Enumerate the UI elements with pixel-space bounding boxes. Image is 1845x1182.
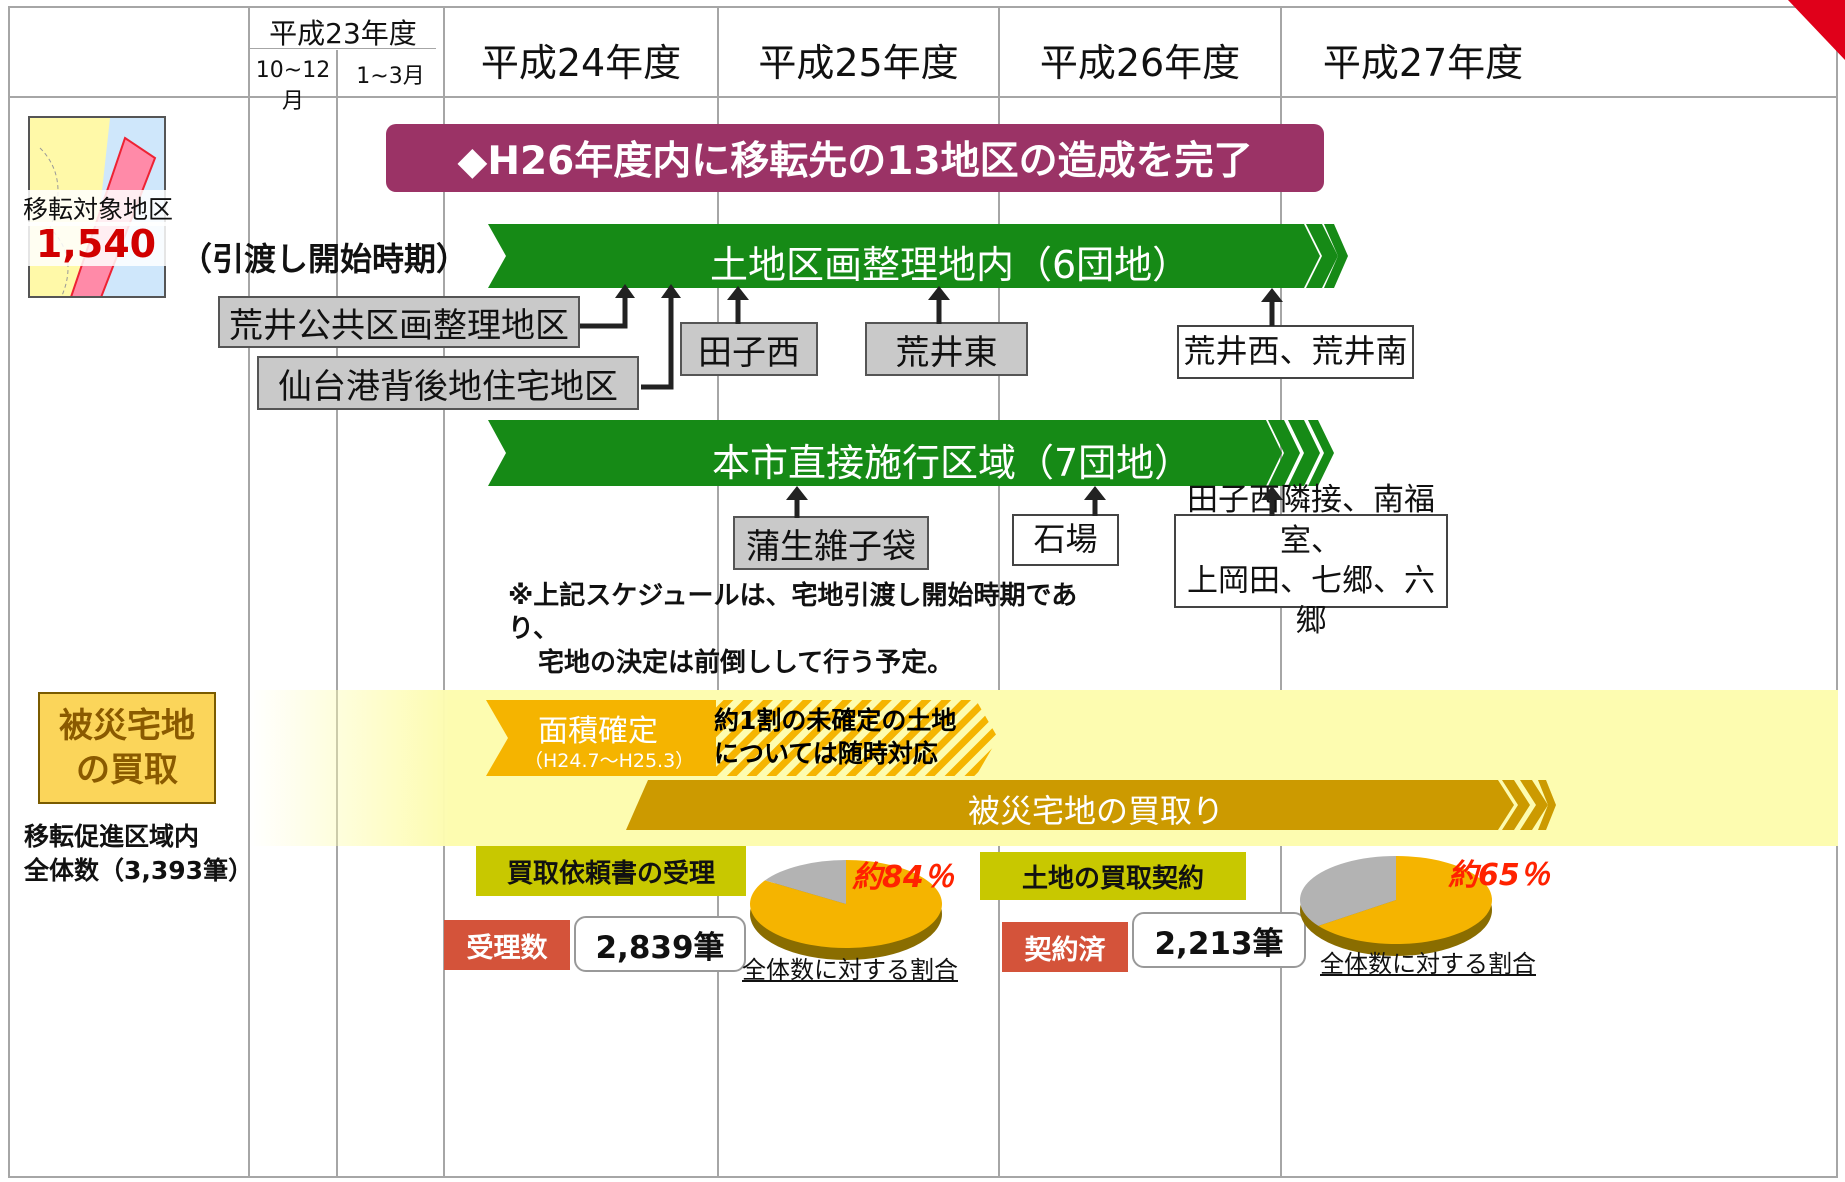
direct-construction-bar-label: 本市直接施行区域（7団地）	[712, 441, 1193, 485]
land-readjustment-bar	[488, 224, 1348, 288]
site-tagonishi-adjacent-line1: 田子西隣接、南福室、	[1187, 482, 1435, 559]
requests-pct: 約84％	[852, 860, 954, 895]
fy23-subheader-border	[250, 48, 436, 49]
arrow-arai-higashi	[928, 286, 950, 324]
undetermined-note-line1: 約1割の未確定の土地	[714, 706, 957, 735]
purchase-scope-line1: 移転促進区域内	[24, 822, 200, 851]
undetermined-note-line2: については随時対応	[714, 739, 938, 768]
requests-count-label: 受理数	[444, 920, 570, 970]
site-arai-higashi: 荒井東	[865, 322, 1028, 376]
area-fix-bar	[486, 700, 998, 776]
arrow-tagonishi-adjacent	[1261, 486, 1283, 516]
site-arai-public: 荒井公共区画整理地区	[218, 296, 580, 348]
buyout-bar-label: 被災宅地の買取り	[968, 792, 1225, 830]
arrow-ishiba	[1084, 486, 1106, 516]
site-ishiba: 石場	[1012, 514, 1119, 566]
purchase-title-line2: の買取	[76, 750, 178, 790]
contracts-count-label: 契約済	[1002, 922, 1128, 972]
site-tagonishi-adjacent: 田子西隣接、南福室、 上岡田、七郷、六郷	[1174, 482, 1448, 639]
undetermined-note: 約1割の未確定の土地 については随時対応	[714, 704, 956, 770]
requests-title: 買取依頼書の受理	[476, 846, 746, 896]
contracts-pie-slice-契約済	[1318, 856, 1492, 944]
arrow-arai-nishi	[1261, 288, 1283, 326]
arrow-tagonishi	[727, 286, 749, 324]
header-fy23: 平成23年度	[269, 17, 417, 50]
map-label: 移転対象地区	[12, 190, 184, 226]
buyout-bar	[626, 780, 1556, 830]
requests-count-value: 2,839筆	[574, 916, 746, 972]
contracts-pie-slice-未契約	[1300, 856, 1396, 926]
contracts-pct: 約65％	[1448, 858, 1550, 893]
header-bottom-border	[8, 96, 1838, 98]
site-sendai-port: 仙台港背後地住宅地区	[257, 356, 639, 410]
schedule-note-line2: り、	[508, 614, 559, 645]
site-tagonishi: 田子西	[680, 322, 818, 376]
grid-line	[336, 50, 338, 1178]
table-bottom-border	[8, 1176, 1838, 1178]
header-fy24: 平成24年度	[480, 41, 682, 85]
site-arai-nishi-minami: 荒井西、荒井南	[1177, 325, 1414, 379]
purchase-title-line1: 被災宅地	[59, 706, 195, 746]
headline-banner: ◆H26年度内に移転先の13地区の造成を完了	[386, 124, 1324, 192]
schedule-note-line3: 宅地の決定は前倒しして行う予定。	[538, 647, 954, 678]
requests-pie-slice-未受理	[764, 860, 846, 904]
header-fy23-q3: 10~12月	[255, 58, 331, 114]
purchase-scope-line2: 全体数（3,393筆）	[24, 856, 254, 885]
grid-line	[248, 8, 250, 1178]
schedule-note-line1: ※上記スケジュールは、宅地引渡し開始時期であ	[508, 581, 1078, 611]
purchase-scope: 移転促進区域内 全体数（3,393筆）	[24, 820, 253, 888]
table-top-border	[8, 6, 1838, 8]
contracts-title: 土地の買取契約	[980, 852, 1246, 900]
table-right-border	[1836, 8, 1838, 1178]
schedule-note: ※上記スケジュールは、宅地引渡し開始時期であ り、 宅地の決定は前倒しして行う予…	[508, 580, 1077, 680]
header-fy25: 平成25年度	[758, 41, 959, 85]
corner-flag	[1788, 0, 1845, 60]
header-fy27: 平成27年度	[1322, 41, 1524, 85]
header-fy23-q4: 1~3月	[356, 64, 425, 89]
contracts-count-value: 2,213筆	[1132, 912, 1306, 968]
contracts-pie	[1300, 856, 1492, 956]
connector-arrows-row1	[580, 284, 681, 390]
land-readjustment-bar-label: 土地区画整理地内（6団地）	[710, 243, 1191, 287]
site-gamou: 蒲生雑子袋	[733, 516, 929, 570]
arrow-gamou	[786, 486, 808, 518]
map-count: 1,540	[20, 222, 172, 266]
area-fix-period: （H24.7～H25.3）	[524, 750, 695, 772]
table-left-border	[8, 8, 10, 1178]
requests-pie	[750, 860, 942, 960]
requests-ratio-caption: 全体数に対する割合	[742, 956, 958, 984]
handover-period-label: （引渡し開始時期）	[180, 240, 469, 278]
direct-construction-bar	[488, 420, 1334, 486]
header-fy26: 平成26年度	[1039, 41, 1241, 85]
purchase-title-box: 被災宅地 の買取	[38, 692, 216, 804]
grid-line	[717, 8, 719, 1178]
site-tagonishi-adjacent-line2: 上岡田、七郷、六郷	[1187, 563, 1435, 640]
grid-line	[998, 8, 1000, 1178]
area-fix-label: 面積確定	[538, 714, 658, 749]
contracts-ratio-caption: 全体数に対する割合	[1320, 950, 1536, 978]
grid-line	[443, 8, 445, 1178]
